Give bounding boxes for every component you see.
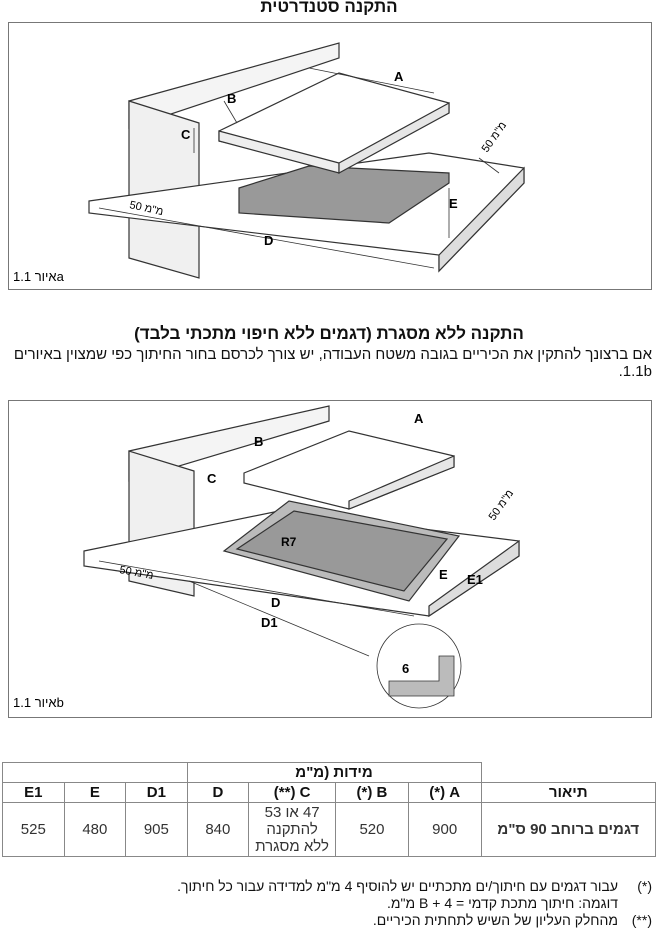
figure-label: איור 1.1b xyxy=(13,695,64,710)
frameless-description: אם ברצונך להתקין את הכיריים בגובה משטח ה… xyxy=(13,346,652,380)
radius-r7: R7 xyxy=(281,535,297,549)
header-description: תיאור xyxy=(480,782,656,803)
cell-d1: 905 xyxy=(125,802,188,857)
footnote-2: (**) מהחלק העליון של השיש לתחתית הכיריים… xyxy=(372,912,652,928)
header-a: A (*) xyxy=(407,782,482,803)
dim-c: C xyxy=(181,127,191,142)
dim-e1: E1 xyxy=(467,572,483,587)
cell-e: 480 xyxy=(63,802,127,857)
cell-description: דגמים ברוחב 90 ס"מ xyxy=(480,802,656,857)
dim-side-50: 50 מ"מ xyxy=(487,488,517,523)
dimensions-table: מידות (מ"מ תיאור A (*) B (*) C (**) D D1… xyxy=(2,762,656,857)
header-c: C (**) xyxy=(248,782,337,803)
header-b: B (*) xyxy=(335,782,409,803)
dim-d1: D1 xyxy=(261,615,278,630)
cell-e1: 525 xyxy=(2,802,65,857)
header-e1: E1 xyxy=(2,782,65,803)
group-header-dimensions: מידות (מ"מ xyxy=(186,762,482,783)
frameless-installation-drawing: A B C R7 D D1 E E1 6 50 מ"מ 50 מ"מ איור … xyxy=(13,405,520,710)
header-d: D xyxy=(186,782,250,803)
dim-d: D xyxy=(264,233,273,248)
dim-front-50: 50 מ"מ xyxy=(118,564,154,582)
dim-e: E xyxy=(449,196,458,211)
dim-a: A xyxy=(414,411,424,426)
footnote-1: (*) עבור דגמים עם חיתוך/ים מתכתיים יש לה… xyxy=(177,878,652,911)
dim-e: E xyxy=(439,567,448,582)
dim-b: B xyxy=(254,434,263,449)
standard-installation-drawing: A B C D E 50 מ"מ 50 מ"מ איור 1.1a xyxy=(13,42,525,284)
dim-side-50: 50 מ"מ xyxy=(480,120,510,155)
figure-1-1b: A B C R7 D D1 E E1 6 50 מ"מ 50 מ"מ איור … xyxy=(8,400,652,718)
dim-a: A xyxy=(394,69,404,84)
cell-c: 47 או 53 להתקנה ללא מסגרת xyxy=(248,802,337,857)
table-row: דגמים ברוחב 90 ס"מ 900 520 47 או 53 להתק… xyxy=(2,802,656,857)
cell-b: 520 xyxy=(335,802,409,857)
cell-a: 900 xyxy=(407,802,482,857)
dim-c: C xyxy=(207,471,217,486)
section-title-standard: התקנה סטנדרטית xyxy=(260,0,398,16)
section-title-frameless: התקנה ללא מסגרת (דגמים ללא חיפוי מתכתי ב… xyxy=(134,324,524,343)
header-e: E xyxy=(63,782,127,803)
dim-b: B xyxy=(227,91,236,106)
dim-d: D xyxy=(271,595,280,610)
dim-step-6: 6 xyxy=(402,661,409,676)
figure-1-1a: A B C D E 50 מ"מ 50 מ"מ איור 1.1a xyxy=(8,22,652,290)
header-d1: D1 xyxy=(125,782,188,803)
footnotes: (*) עבור דגמים עם חיתוך/ים מתכתיים יש לה… xyxy=(2,878,652,929)
cell-d: 840 xyxy=(186,802,250,857)
figure-label: איור 1.1a xyxy=(13,269,65,284)
